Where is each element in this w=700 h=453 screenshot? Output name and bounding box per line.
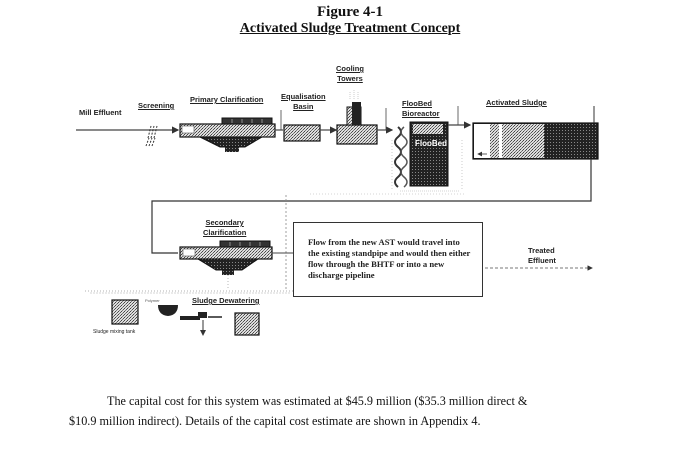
sludge-dewatering-icon	[158, 305, 260, 336]
activated-sludge-tank-icon	[472, 122, 599, 160]
figure-number: Figure 4-1	[317, 4, 383, 20]
secondary-clarifier-icon	[179, 240, 273, 275]
label-mill-effluent: Mill Effluent	[79, 108, 122, 117]
screening-icon	[145, 125, 158, 147]
label-screening: Screening	[138, 101, 175, 110]
body-text-line-2: $10.9 million indirect). Details of the …	[69, 414, 481, 428]
figure-title: Activated Sludge Treatment Concept	[239, 21, 461, 36]
label-primary-clarification: Primary Clarification	[190, 95, 264, 104]
process-flow-diagram	[76, 90, 599, 336]
cooling-towers-icon	[336, 90, 378, 145]
flow-note-box: Flow from the new AST would travel into …	[293, 222, 483, 297]
primary-clarifier-icon	[179, 117, 276, 152]
label-floobed-inner: FlooBed	[415, 139, 447, 148]
sludge-mixing-tank-icon	[111, 299, 139, 325]
label-polymer: Polymer	[145, 298, 160, 303]
floobed-bioreactor-icon	[391, 121, 463, 192]
label-activated-sludge: Activated Sludge	[486, 98, 547, 107]
label-sludge-mixing-tank: Sludge mixing tank	[93, 329, 136, 335]
body-text-line-1: The capital cost for this system was est…	[107, 394, 528, 408]
label-sludge-dewatering: Sludge Dewatering	[192, 296, 260, 305]
equalisation-basin-icon	[283, 124, 321, 142]
flow-line-to-secondary	[151, 159, 592, 254]
